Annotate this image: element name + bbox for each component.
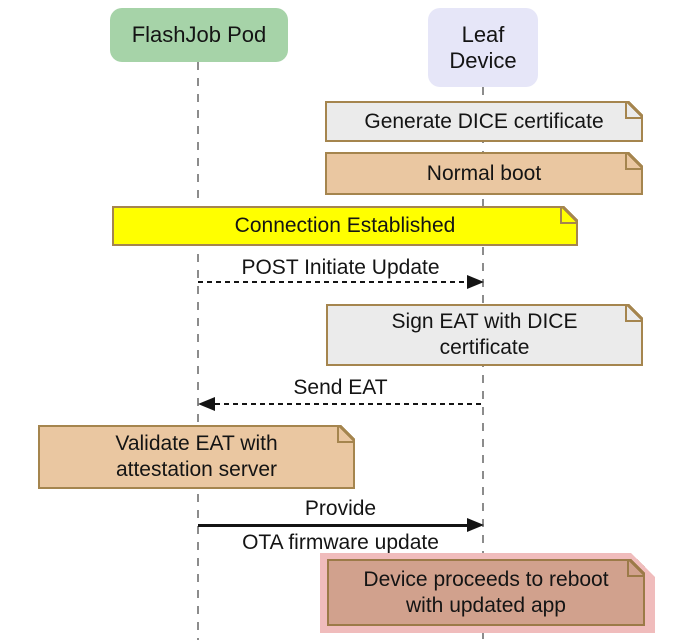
- arrowhead-right-icon: [467, 275, 484, 289]
- note-text: Connection Established: [234, 214, 456, 237]
- note-generate-dice-certificate: Generate DICE certificate: [325, 101, 643, 142]
- note-text-line1: Device proceeds to reboot: [363, 567, 609, 591]
- actor-leaf-device-label-line2: Device: [449, 47, 517, 73]
- message-provide-line: [198, 524, 468, 527]
- message-post-initiate-update-line: [198, 281, 468, 283]
- message-send-eat-label: Send EAT: [293, 376, 388, 399]
- note-text-line1: Sign EAT with DICE: [391, 310, 578, 333]
- actor-flashjob-pod: FlashJob Pod: [110, 8, 288, 62]
- arrowhead-left-icon: [198, 397, 215, 411]
- note-text-line1: Validate EAT with: [115, 432, 278, 455]
- note-text-line2: certificate: [439, 336, 530, 359]
- actor-flashjob-pod-label: FlashJob Pod: [131, 22, 267, 47]
- actor-leaf-device: Leaf Device: [428, 8, 538, 87]
- note-text: Normal boot: [426, 161, 542, 185]
- note-normal-boot: Normal boot: [325, 152, 643, 195]
- message-send-eat-line: [215, 403, 483, 405]
- message-ota-firmware-update-label: OTA firmware update: [242, 531, 439, 554]
- arrowhead-right-icon: [467, 518, 484, 532]
- note-device-reboot-highlight: Device proceeds to reboot with updated a…: [320, 553, 655, 633]
- note-text-line2: with updated app: [406, 593, 566, 617]
- note-connection-established: Connection Established: [112, 206, 578, 246]
- note-device-reboot: Device proceeds to reboot with updated a…: [327, 559, 645, 626]
- actor-leaf-device-label-line1: Leaf: [461, 21, 505, 47]
- note-sign-eat-with-dice: Sign EAT with DICE certificate: [326, 304, 643, 366]
- note-text-line2: attestation server: [115, 458, 278, 481]
- note-text: Generate DICE certificate: [364, 109, 604, 133]
- message-provide-label: Provide: [304, 497, 377, 520]
- lifeline-flashjob-pod: [197, 62, 199, 640]
- note-validate-eat: Validate EAT with attestation server: [38, 425, 355, 489]
- message-post-initiate-update-label: POST Initiate Update: [241, 256, 440, 279]
